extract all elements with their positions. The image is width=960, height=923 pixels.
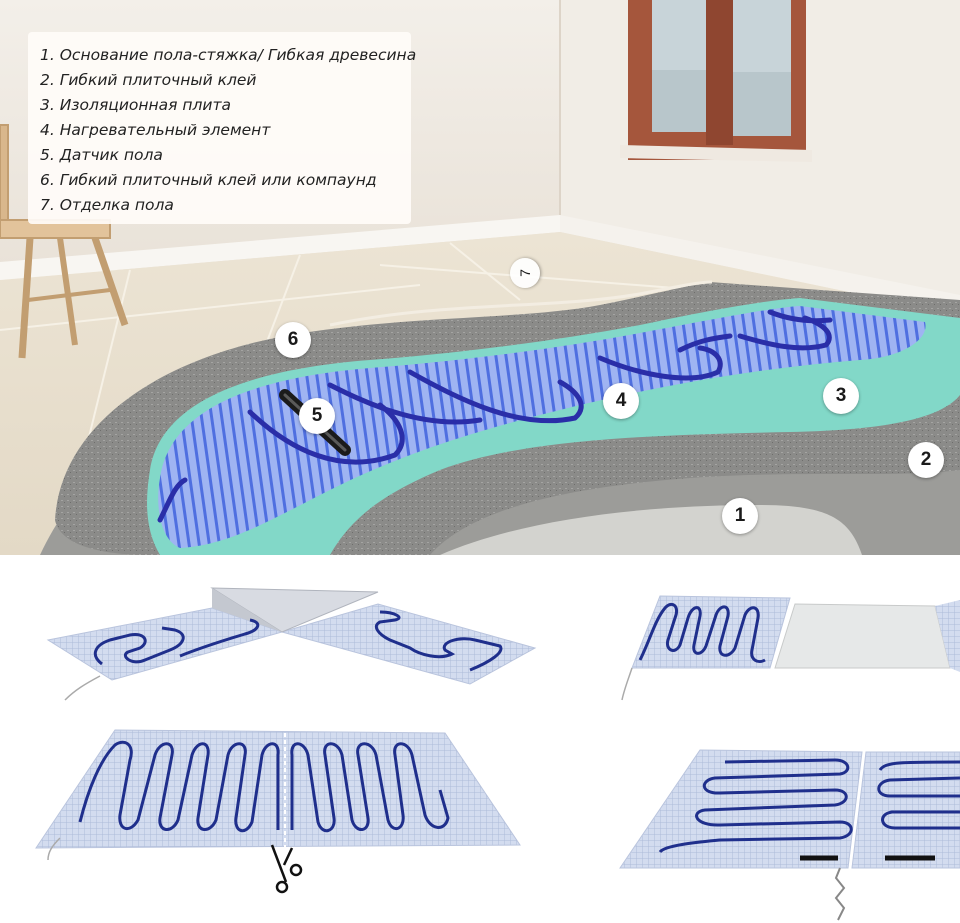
window	[620, 0, 812, 162]
legend-item-1: 1. Основание пола-стяжка/ Гибкая древеси…	[40, 46, 417, 64]
marker-1: 1	[722, 498, 758, 534]
legend-item-3: 3. Изоляционная плита	[40, 96, 232, 114]
legend-item-7: 7. Отделка пола	[40, 196, 174, 214]
marker-7: 7	[510, 258, 540, 288]
marker-2: 2	[908, 442, 944, 478]
mat-cut-scissors	[35, 729, 521, 894]
baseboard-right	[560, 215, 960, 315]
marker-4: 4	[603, 383, 639, 419]
mat-side-by-side	[619, 749, 960, 921]
mat-around-obstacle	[621, 595, 960, 701]
marker-5: 5	[299, 398, 335, 434]
legend-item-2: 2. Гибкий плиточный клей	[40, 71, 257, 89]
scissors-icon	[270, 844, 303, 894]
legend-item-5: 5. Датчик пола	[40, 146, 163, 164]
mat-corner-fold	[46, 587, 537, 701]
heating-mesh	[158, 306, 926, 548]
floor-finish-edge	[329, 280, 713, 327]
chair	[0, 124, 129, 359]
legend-item-6: 6. Гибкий плиточный клей или компаунд	[40, 171, 377, 189]
marker-3: 3	[823, 378, 859, 414]
marker-6: 6	[275, 322, 311, 358]
heating-mat-installation-diagrams	[35, 587, 960, 921]
legend-item-4: 4. Нагревательный элемент	[40, 121, 271, 139]
heated-floor-layers-illustration	[0, 0, 960, 555]
heating-cable	[157, 309, 833, 523]
legend-box: 1. Основание пола-стяжка/ Гибкая древеси…	[28, 32, 417, 224]
baseboard	[0, 215, 560, 280]
obstacle-tile	[774, 603, 951, 669]
